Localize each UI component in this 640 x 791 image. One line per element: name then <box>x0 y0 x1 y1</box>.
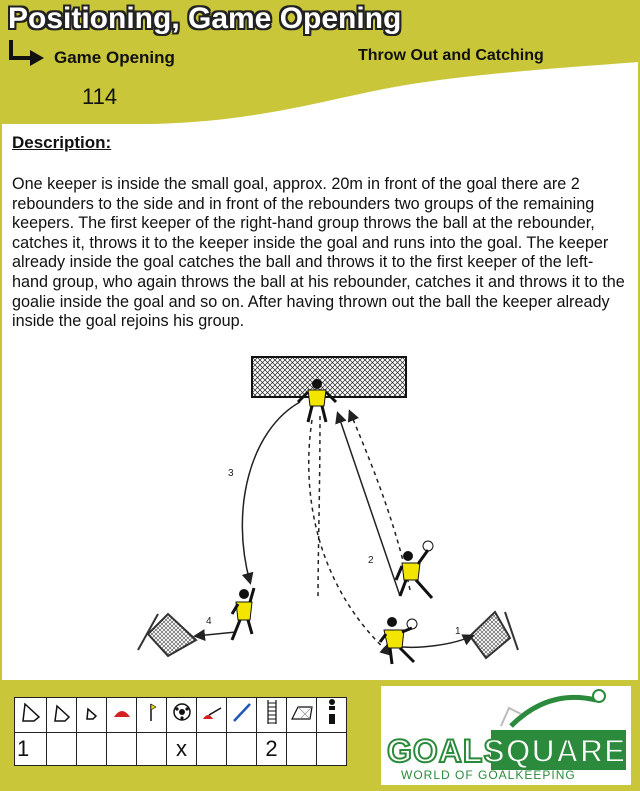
equipment-table: 1 x 2 <box>14 697 347 766</box>
count-cell: 2 <box>256 732 287 766</box>
equipment-count-row: 1 x 2 <box>14 732 347 766</box>
goalsquare-logo: GOALSQUARE WORLD OF GOALKEEPING <box>381 686 631 785</box>
count-cell <box>196 732 227 766</box>
count-cell <box>316 732 347 766</box>
step-label-2: 2 <box>368 555 374 566</box>
subcategory-label: Throw Out and Catching <box>358 47 544 64</box>
description-heading: Description: <box>12 133 112 152</box>
header-white-wave <box>0 62 640 130</box>
keeper-left <box>230 587 256 641</box>
rebounder-large-icon <box>14 697 47 733</box>
count-cell <box>76 732 107 766</box>
exercise-number: 114 <box>82 84 118 109</box>
logo-tagline: WORLD OF GOALKEEPING <box>401 768 576 782</box>
pole-icon <box>226 697 257 733</box>
count-cell <box>136 732 167 766</box>
count-cell <box>286 732 317 766</box>
step-label-1: 1 <box>455 626 461 637</box>
keeper-icon <box>316 697 347 733</box>
rebounder-right <box>468 610 519 660</box>
ball-icon <box>166 697 197 733</box>
count-cell <box>46 732 77 766</box>
arrow-right-icon <box>9 40 44 66</box>
flag-icon <box>136 697 167 733</box>
page-title: Positioning, Game Opening <box>8 2 402 35</box>
category-label: Game Opening <box>54 48 175 67</box>
keeper-in-goal <box>296 379 338 423</box>
keeper-right-back <box>378 617 418 665</box>
description-text: One keeper is inside the small goal, app… <box>12 175 625 331</box>
ladder-icon <box>256 697 287 733</box>
step-label-4: 4 <box>206 616 212 627</box>
step-label-3: 3 <box>228 468 234 479</box>
count-cell <box>226 732 257 766</box>
cone-icon <box>106 697 137 733</box>
logo-graphic: GOALSQUARE <box>386 689 626 770</box>
count-cell: x <box>166 732 197 766</box>
goal-icon-small <box>286 697 317 733</box>
keeper-right-front <box>394 540 434 599</box>
logo-text: GOALSQUARE <box>387 733 626 769</box>
step-labels: 1 2 3 4 <box>206 468 461 637</box>
exercise-diagram: 1 2 3 4 <box>137 356 519 665</box>
goal-icon <box>251 356 407 398</box>
